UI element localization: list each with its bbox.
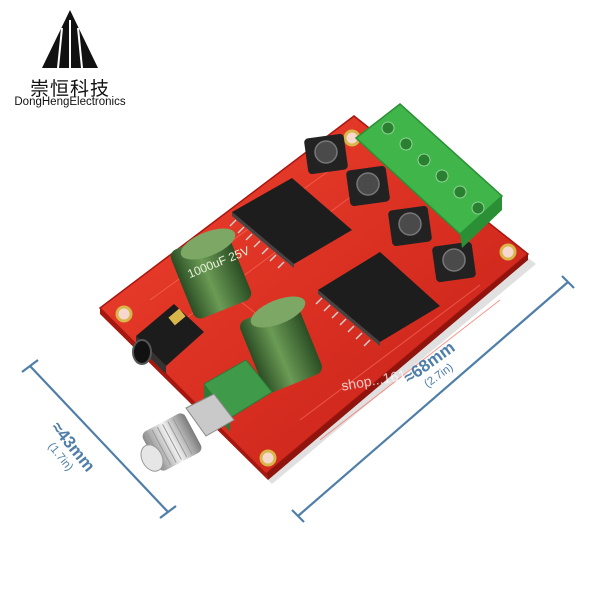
brand-name-cn: 崇恒科技 [29,78,110,100]
inductor [304,133,348,175]
mounting-hole [115,305,133,323]
inductor [388,205,432,247]
inductor [346,165,390,207]
brand-logo-icon [42,10,98,69]
inductor [432,241,476,283]
capacitor [240,296,322,393]
mounting-hole [259,449,277,467]
brand-name-en: DongHengElectronics [14,96,126,108]
volume-knob-shaft [140,413,202,472]
mounting-hole [499,243,517,261]
audio-jack [132,304,204,374]
amplifier-chip [315,252,440,347]
height-dimension-line [21,359,177,519]
width-dimension-line [291,275,575,523]
speaker-terminal-block [354,103,504,248]
volume-potentiometer [185,359,273,437]
amplifier-chip [229,178,352,269]
